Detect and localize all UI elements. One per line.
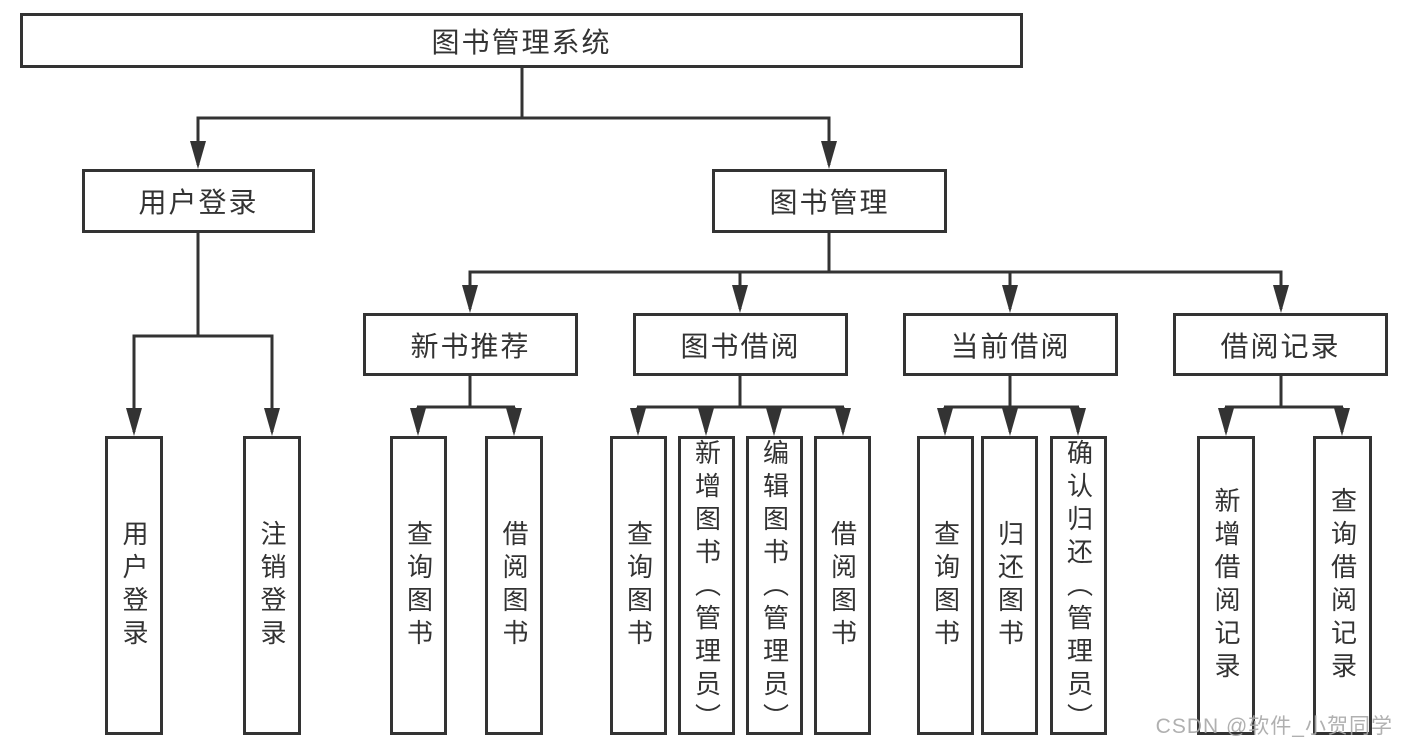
node-confirm-return-admin: 确认归还（管理员） [1050,436,1107,736]
node-add-books-admin: 新增图书（管理员） [678,436,735,736]
node-book-borrowing: 图书借阅 [633,313,848,376]
node-new-book-recommendation: 新书推荐 [363,313,578,376]
node-book-management: 图书管理 [712,169,947,233]
edge-user-login-children [126,233,280,436]
node-query-borrow-record: 查询借阅记录 [1313,436,1372,735]
node-query-books-borrowing: 查询图书 [610,436,667,735]
node-query-books-recommend: 查询图书 [390,436,447,735]
edge-new-book-children [410,376,522,436]
node-current-borrowing: 当前借阅 [903,313,1118,376]
node-user-login: 用户登录 [82,169,315,233]
edge-root-to-level2 [190,68,837,169]
node-borrow-books: 借阅图书 [814,436,871,735]
node-borrow-books-recommend: 借阅图书 [485,436,543,735]
csdn-watermark: CSDN @软件_小贺同学 [1155,715,1393,738]
edge-book-management-children [462,233,1289,313]
node-return-books: 归还图书 [981,436,1038,735]
node-user-login-leaf: 用户登录 [105,436,163,735]
node-library-management-system: 图书管理系统 [20,13,1023,68]
node-query-books-current: 查询图书 [917,436,974,735]
edge-book-borrowing-children [630,376,851,436]
edge-borrowing-records-children [1218,376,1350,436]
node-edit-books-admin: 编辑图书（管理员） [746,436,803,736]
node-add-borrow-record: 新增借阅记录 [1197,436,1255,735]
edge-current-borrowing-children [937,376,1086,436]
node-logout: 注销登录 [243,436,301,735]
node-borrowing-records: 借阅记录 [1173,313,1388,376]
